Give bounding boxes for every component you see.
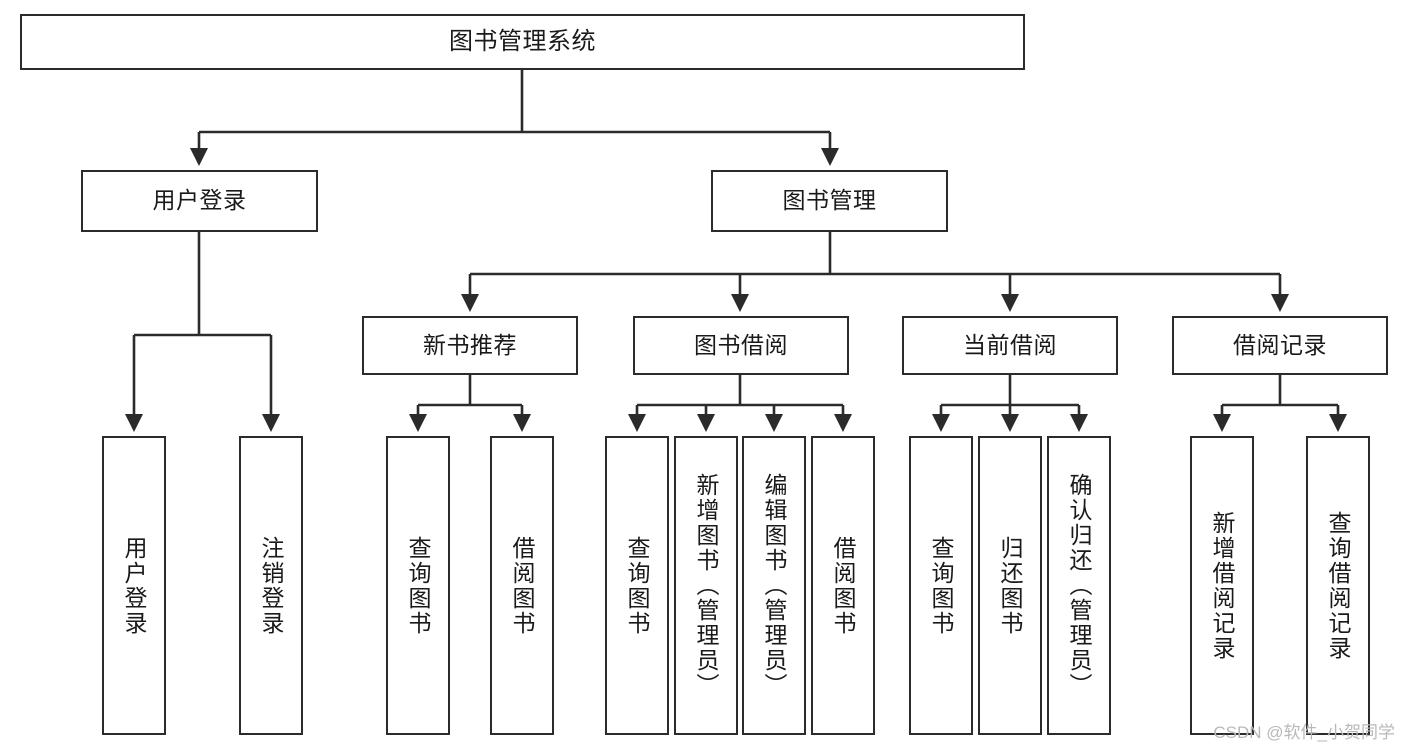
node-label: 归还图书 [997, 535, 1024, 636]
leaf-user-login-logout[interactable]: 注销登录 [239, 436, 303, 735]
node-label: 用户登录 [152, 187, 247, 214]
leaf-user-login-login[interactable]: 用户登录 [102, 436, 166, 735]
node-label: 新增借阅记录 [1209, 510, 1236, 661]
node-label: 图书管理系统 [449, 27, 596, 55]
node-label: 编辑图书（管理员） [761, 473, 788, 698]
node-book-management[interactable]: 图书管理 [711, 170, 948, 232]
leaf-current-return-book[interactable]: 归还图书 [978, 436, 1042, 735]
node-user-login[interactable]: 用户登录 [81, 170, 318, 232]
node-label: 查询借阅记录 [1325, 510, 1352, 661]
node-label: 查询图书 [928, 535, 955, 636]
node-label: 图书借阅 [694, 331, 788, 358]
leaf-new-book-query[interactable]: 查询图书 [386, 436, 450, 735]
node-book-borrow[interactable]: 图书借阅 [633, 316, 849, 375]
leaf-current-confirm-return-admin[interactable]: 确认归还（管理员） [1047, 436, 1111, 735]
leaf-borrow-edit-book-admin[interactable]: 编辑图书（管理员） [742, 436, 806, 735]
node-label: 用户登录 [121, 535, 148, 636]
csdn-watermark: CSDN @软件_小贺同学 [1213, 723, 1395, 742]
node-root-system[interactable]: 图书管理系统 [20, 14, 1025, 70]
node-label: 新增图书（管理员） [693, 473, 720, 698]
leaf-record-add-record[interactable]: 新增借阅记录 [1190, 436, 1254, 735]
node-label: 借阅图书 [830, 535, 857, 636]
node-label: 查询图书 [405, 535, 432, 636]
node-label: 确认归还（管理员） [1066, 473, 1093, 698]
leaf-borrow-query-book[interactable]: 查询图书 [605, 436, 669, 735]
leaf-borrow-add-book-admin[interactable]: 新增图书（管理员） [674, 436, 738, 735]
node-label: 借阅记录 [1233, 331, 1327, 358]
node-label: 图书管理 [782, 187, 877, 214]
leaf-current-query-book[interactable]: 查询图书 [909, 436, 973, 735]
leaf-record-query-record[interactable]: 查询借阅记录 [1306, 436, 1370, 735]
node-label: 借阅图书 [509, 535, 536, 636]
node-label: 注销登录 [258, 535, 285, 636]
leaf-borrow-borrow-book[interactable]: 借阅图书 [811, 436, 875, 735]
node-label: 当前借阅 [963, 331, 1057, 358]
node-new-book-recommend[interactable]: 新书推荐 [362, 316, 578, 375]
node-label: 查询图书 [624, 535, 651, 636]
node-current-borrow[interactable]: 当前借阅 [902, 316, 1118, 375]
leaf-new-book-borrow[interactable]: 借阅图书 [490, 436, 554, 735]
node-label: 新书推荐 [423, 331, 517, 358]
node-borrow-record[interactable]: 借阅记录 [1172, 316, 1388, 375]
